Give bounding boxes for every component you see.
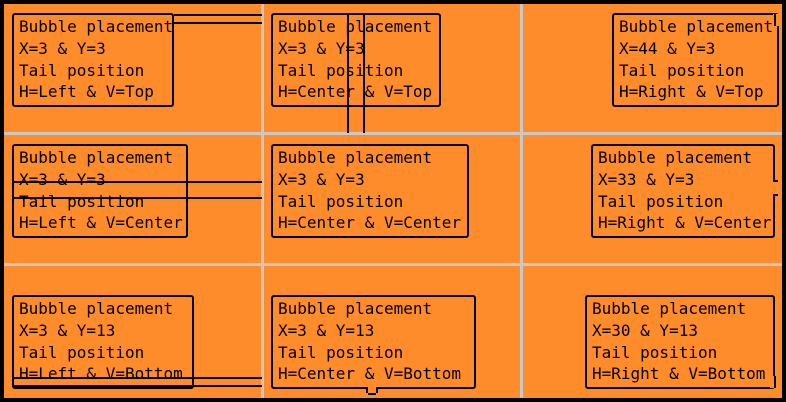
- speech-bubble-right-top: Bubble placement X=44 & Y=3 Tail positio…: [612, 13, 779, 107]
- bubble-tail: [12, 377, 262, 379]
- bubble-tail: [773, 14, 781, 26]
- speech-bubble-right-bottom: Bubble placement X=30 & Y=13 Tail positi…: [585, 295, 775, 389]
- bubble-tail: [12, 181, 262, 183]
- bubble-text-line: Tail position: [598, 191, 724, 211]
- speech-bubble-left-bottom: Bubble placement X=3 & Y=13 Tail positio…: [12, 295, 194, 389]
- bubble-text-line: X=3 & Y=13: [19, 320, 116, 340]
- speech-bubble-right-center: Bubble placement X=33 & Y=3 Tail positio…: [591, 144, 775, 238]
- bubble-text-line: Tail position: [19, 342, 145, 362]
- bubble-tail: [774, 180, 778, 182]
- bubble-text-line: X=3 & Y=13: [278, 320, 375, 340]
- bubble-text-line: X=33 & Y=3: [598, 169, 695, 189]
- bubble-tail: [12, 385, 262, 387]
- bubble-text-line: X=44 & Y=3: [619, 38, 716, 58]
- bubble-text-line: H=Left & V=Top: [19, 82, 154, 102]
- bubble-tail: [774, 14, 776, 26]
- bubble-text-line: H=Left & V=Center: [19, 213, 183, 233]
- bubble-tail: [366, 387, 368, 393]
- bubble-text-line: Bubble placement: [19, 17, 174, 36]
- bubble-text-line: Bubble placement: [278, 299, 433, 318]
- bubble-tail: [366, 386, 378, 392]
- bubble-text-line: Tail position: [619, 60, 745, 80]
- speech-bubble-center-top: Bubble placement X=3 & Y=3 Tail position…: [271, 13, 441, 107]
- bubble-text-line: Bubble placement: [598, 148, 753, 167]
- bubble-text-line: H=Left & V=Bottom: [19, 364, 183, 384]
- speech-bubble-left-top: Bubble placement X=3 & Y=3 Tail position…: [12, 13, 174, 107]
- bubble-tail: [368, 393, 376, 395]
- bubble-grid: Bubble placement X=3 & Y=3 Tail position…: [4, 4, 782, 398]
- bubble-text-line: Tail position: [278, 191, 404, 211]
- bubble-tail: [174, 14, 262, 16]
- bubble-tail: [774, 194, 778, 196]
- bubble-tail: [770, 182, 778, 194]
- bubble-text-line: Tail position: [19, 191, 145, 211]
- bubble-text-line: X=3 & Y=3: [278, 38, 365, 58]
- bubble-tail: [174, 22, 262, 24]
- bubble-text-line: H=Center & V=Bottom: [278, 364, 462, 384]
- bubble-tail: [12, 197, 262, 199]
- bubble-text-line: Tail position: [278, 60, 404, 80]
- bubble-text-line: Bubble placement: [278, 17, 433, 36]
- bubble-text-line: Tail position: [592, 342, 718, 362]
- grid-divider: [261, 4, 264, 398]
- bubble-text-line: Bubble placement: [19, 148, 174, 167]
- bubble-text-line: H=Center & V=Top: [278, 82, 433, 102]
- speech-bubble-center-bottom: Bubble placement X=3 & Y=13 Tail positio…: [271, 295, 476, 389]
- bubble-text-line: X=3 & Y=3: [19, 38, 106, 58]
- bubble-tail: [774, 376, 776, 388]
- grid-divider: [4, 263, 782, 266]
- speech-bubble-left-center: Bubble placement X=3 & Y=3 Tail position…: [12, 144, 188, 238]
- bubble-text-line: X=3 & Y=3: [278, 169, 365, 189]
- bubble-text-line: Bubble placement: [278, 148, 433, 167]
- bubble-text-line: H=Right & V=Center: [598, 213, 772, 233]
- bubble-tail: [347, 13, 349, 133]
- bubble-text-line: X=3 & Y=3: [19, 169, 106, 189]
- bubble-text-line: H=Right & V=Top: [619, 82, 764, 102]
- grid-divider: [4, 132, 782, 135]
- bubble-tail: [376, 387, 378, 393]
- bubble-tail: [363, 13, 365, 133]
- bubble-text-line: Bubble placement: [592, 299, 747, 318]
- bubble-text-line: H=Center & V=Center: [278, 213, 462, 233]
- bubble-text-line: X=30 & Y=13: [592, 320, 698, 340]
- bubble-text-line: Bubble placement: [19, 299, 174, 318]
- speech-bubble-center-center: Bubble placement X=3 & Y=3 Tail position…: [271, 144, 469, 238]
- bubble-text-line: Tail position: [278, 342, 404, 362]
- bubble-text-line: Tail position: [19, 60, 145, 80]
- bubble-text-line: Bubble placement: [619, 17, 774, 36]
- grid-divider: [520, 4, 523, 398]
- bubble-text-line: H=Right & V=Bottom: [592, 364, 766, 384]
